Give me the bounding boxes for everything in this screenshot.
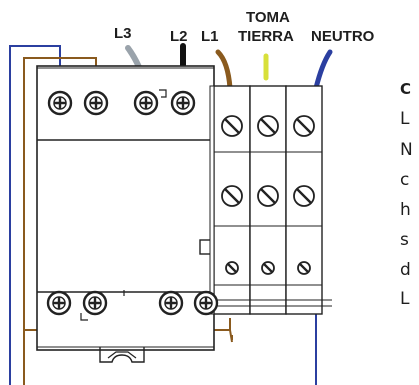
side-text-line: d	[400, 260, 411, 280]
label-neutro: NEUTRO	[311, 28, 375, 45]
side-text-line: N	[400, 140, 413, 160]
neutro-wire	[313, 49, 333, 91]
cross-screw-icon	[170, 90, 196, 116]
bottom-tag-icon	[80, 313, 88, 321]
label-toma: TOMA	[246, 9, 290, 26]
din-clip-icon	[99, 347, 145, 363]
cross-screw-icon	[47, 90, 73, 116]
label-l3: L3	[114, 25, 132, 42]
slot-screw-icon	[257, 185, 279, 207]
cross-screw-icon	[82, 290, 108, 316]
side-text-line: s	[400, 230, 409, 250]
module-rails	[210, 86, 332, 314]
label-l1: L1	[201, 28, 219, 45]
side-heading: C	[400, 80, 411, 98]
cross-screw-icon	[46, 290, 72, 316]
slot-screw-icon	[221, 115, 243, 137]
cross-screw-icon	[83, 90, 109, 116]
l3-tag-icon	[159, 89, 167, 98]
l1-wire	[215, 49, 233, 91]
terminal-screws	[46, 90, 315, 316]
cross-screw-icon	[193, 290, 219, 316]
slot-screw-icon	[261, 261, 275, 275]
slot-screw-icon	[225, 261, 239, 275]
slot-screw-icon	[221, 185, 243, 207]
slot-screw-icon	[297, 261, 311, 275]
side-text-line: h	[400, 200, 411, 220]
slot-screw-icon	[257, 115, 279, 137]
cross-screw-icon	[133, 90, 159, 116]
slot-screw-icon	[293, 115, 315, 137]
label-l2: L2	[170, 28, 188, 45]
side-text-line: c	[400, 170, 409, 190]
label-tierra: TIERRA	[238, 28, 294, 45]
side-text-line: L	[400, 289, 410, 309]
slot-screw-icon	[293, 185, 315, 207]
side-text-line: L	[400, 109, 410, 129]
cross-screw-icon	[158, 290, 184, 316]
